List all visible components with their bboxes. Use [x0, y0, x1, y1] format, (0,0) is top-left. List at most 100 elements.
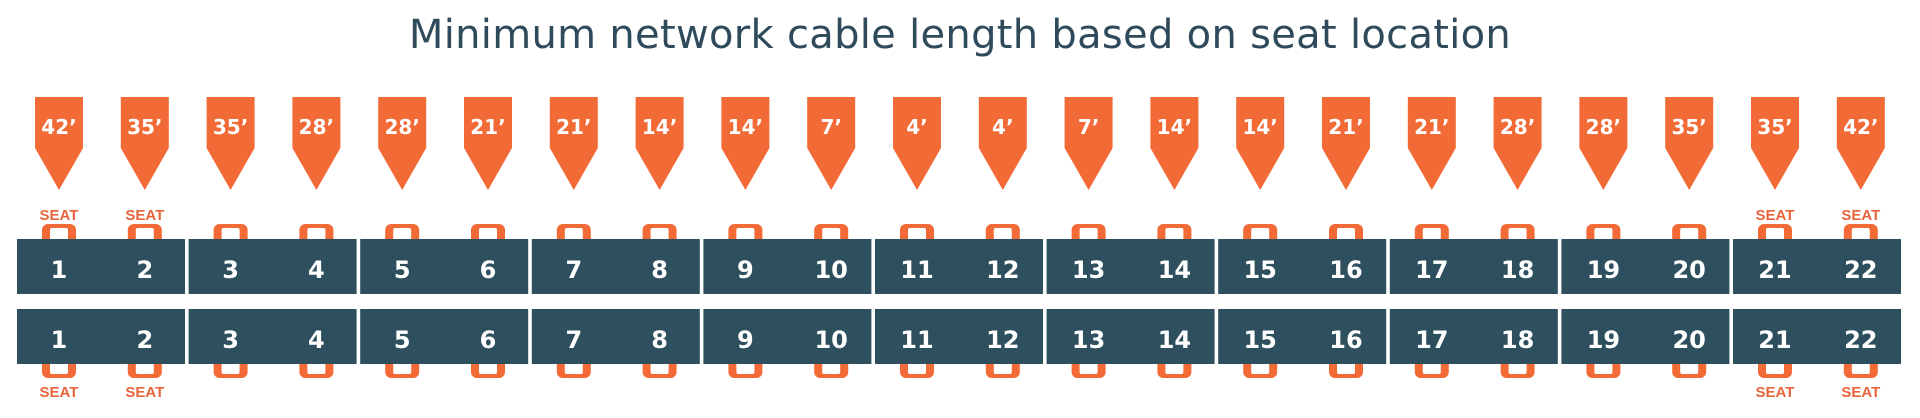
bottom-row-seat-number: 9: [737, 326, 754, 354]
top-row-table: [531, 239, 700, 294]
cable-length-label: 28’: [384, 115, 419, 139]
cable-length-tag: 28’: [378, 97, 427, 190]
top-row-seat-number: 20: [1672, 256, 1705, 284]
top-row-table: [875, 239, 1043, 294]
cable-length-tag: 28’: [292, 97, 341, 190]
top-row-seat-number: 3: [222, 256, 239, 284]
cable-length-label: 21’: [470, 115, 505, 139]
cable-length-label: 42’: [41, 115, 76, 139]
bottom-row-seat-number: 19: [1587, 326, 1620, 354]
bottom-row-seat-number: 2: [136, 326, 153, 354]
cable-length-label: 14’: [1242, 115, 1277, 139]
top-row-seat-number: 16: [1329, 256, 1362, 284]
seat-label: SEAT: [1841, 207, 1880, 224]
bottom-row-table: [1561, 309, 1730, 364]
bottom-row-seat-number: 13: [1072, 326, 1105, 354]
bottom-row-seat-number: 12: [986, 326, 1019, 354]
bottom-row-seat-number: 4: [308, 326, 325, 354]
cable-length-tag: 7’: [807, 97, 856, 190]
bottom-row-table: [1218, 309, 1387, 364]
seat-label: SEAT: [40, 207, 79, 224]
seat-label: SEAT: [1756, 384, 1795, 401]
cable-length-label: 14’: [642, 115, 677, 139]
top-row-table: [1733, 239, 1901, 294]
cable-length-label: 7’: [820, 115, 842, 139]
bottom-row-seat-number: 14: [1158, 326, 1191, 354]
bottom-row-seat-number: 8: [651, 326, 668, 354]
top-row-seat-number: 11: [900, 256, 933, 284]
cable-length-label: 4’: [992, 115, 1014, 139]
top-row-table: [1218, 239, 1387, 294]
top-row-seat-number: 12: [986, 256, 1019, 284]
cable-length-label: 35’: [1671, 115, 1706, 139]
bottom-row-table: [17, 309, 185, 364]
cable-length-label: 28’: [1586, 115, 1621, 139]
cable-length-label: 4’: [906, 115, 928, 139]
top-row-table: [17, 239, 185, 294]
top-row-table: [703, 239, 872, 294]
bottom-row-seat-number: 21: [1758, 326, 1791, 354]
bottom-row-table: [360, 309, 529, 364]
cable-length-tag: 35’: [1751, 97, 1799, 190]
bottom-row-table: [188, 309, 357, 364]
cable-length-label: 7’: [1078, 115, 1100, 139]
cable-length-tag: 4’: [978, 97, 1027, 190]
bottom-row-seat-number: 16: [1329, 326, 1362, 354]
top-row-seat-number: 14: [1158, 256, 1191, 284]
top-row-seat-number: 4: [308, 256, 325, 284]
top-row-seat-number: 15: [1243, 256, 1276, 284]
cable-length-tag: 14’: [635, 97, 684, 190]
cable-length-label: 21’: [556, 115, 591, 139]
bottom-row-table: [531, 309, 700, 364]
bottom-row-seat-number: 22: [1844, 326, 1877, 354]
bottom-row-seat-number: 18: [1501, 326, 1534, 354]
cable-length-label: 21’: [1414, 115, 1449, 139]
bottom-row-table: [1046, 309, 1215, 364]
bottom-row-seat-number: 17: [1415, 326, 1448, 354]
top-row-table: [1046, 239, 1215, 294]
cable-length-tag: 14’: [721, 97, 770, 190]
top-row-seat-number: 19: [1587, 256, 1620, 284]
seat-label: SEAT: [40, 384, 79, 401]
cable-length-label: 35’: [127, 115, 162, 139]
bottom-row-table: [1389, 309, 1558, 364]
seat-label: SEAT: [125, 384, 164, 401]
cable-length-tag: 42’: [35, 97, 83, 190]
bottom-row-seat-number: 7: [565, 326, 582, 354]
cable-length-tag: 14’: [1236, 97, 1285, 190]
top-row-seat-number: 21: [1758, 256, 1791, 284]
cable-length-label: 42’: [1843, 115, 1878, 139]
cable-length-tag: 21’: [1322, 97, 1370, 190]
cable-length-tag: 21’: [464, 97, 512, 190]
cable-length-tag: 35’: [206, 97, 255, 190]
cable-length-tag: 28’: [1579, 97, 1628, 190]
bottom-row-seat-number: 5: [394, 326, 411, 354]
cable-length-tag: 14’: [1150, 97, 1199, 190]
top-row-seat-number: 1: [51, 256, 68, 284]
top-row-table: [1561, 239, 1730, 294]
top-row-seat-number: 9: [737, 256, 754, 284]
cable-length-label: 14’: [728, 115, 763, 139]
cable-length-label: 35’: [213, 115, 248, 139]
bottom-row-seat-number: 11: [900, 326, 933, 354]
cable-length-label: 21’: [1328, 115, 1363, 139]
top-row-seat-number: 5: [394, 256, 411, 284]
seat-label: SEAT: [1841, 384, 1880, 401]
top-row-seat-number: 10: [814, 256, 847, 284]
bottom-row-seat-number: 15: [1243, 326, 1276, 354]
top-row-seat-number: 2: [136, 256, 153, 284]
top-row-table: [188, 239, 357, 294]
top-row-seat-number: 22: [1844, 256, 1877, 284]
bottom-row-table: [875, 309, 1043, 364]
top-row-seat-number: 7: [565, 256, 582, 284]
cable-length-tag: 42’: [1836, 97, 1885, 190]
seat-label: SEAT: [1756, 207, 1795, 224]
cable-length-tag: 28’: [1493, 97, 1542, 190]
cable-length-tag: 21’: [549, 97, 598, 190]
cable-length-label: 28’: [299, 115, 334, 139]
bottom-row-table: [703, 309, 872, 364]
cable-length-tag: 7’: [1064, 97, 1113, 190]
cable-length-label: 14’: [1157, 115, 1192, 139]
cable-length-tag: 35’: [120, 97, 169, 190]
bottom-row-seat-number: 10: [814, 326, 847, 354]
